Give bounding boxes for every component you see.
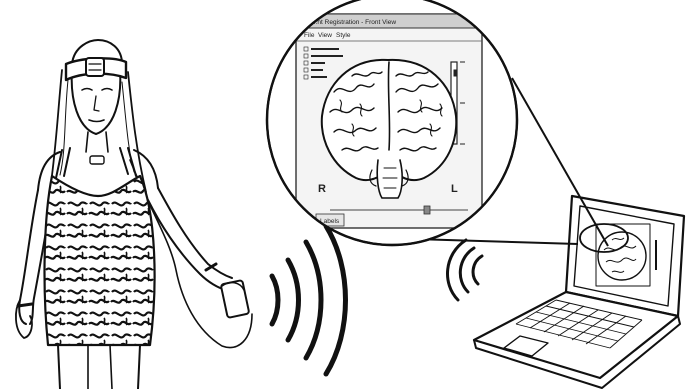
scale-slider-handle[interactable] (454, 70, 457, 76)
menu-view[interactable]: View (318, 32, 332, 39)
menu-style[interactable]: Style (336, 32, 351, 39)
view-slider-thumb[interactable] (424, 206, 430, 214)
person-wearing-eeg-headband (16, 40, 252, 389)
magnified-screen: ...nt Registration - Front View File Vie… (267, 0, 517, 245)
left-hemisphere-marker: L (451, 183, 458, 195)
menu-file[interactable]: File (304, 32, 315, 39)
electrode-sensor (90, 156, 104, 164)
wireless-signal-icon (272, 226, 346, 374)
menu-bar: File View Style (304, 32, 351, 39)
window-title: ...nt Registration - Front View (312, 19, 396, 26)
laptop (448, 196, 684, 388)
right-hemisphere-marker: R (318, 183, 326, 195)
handheld-receiver (221, 280, 250, 318)
laptop-wireless-icon (448, 240, 482, 300)
